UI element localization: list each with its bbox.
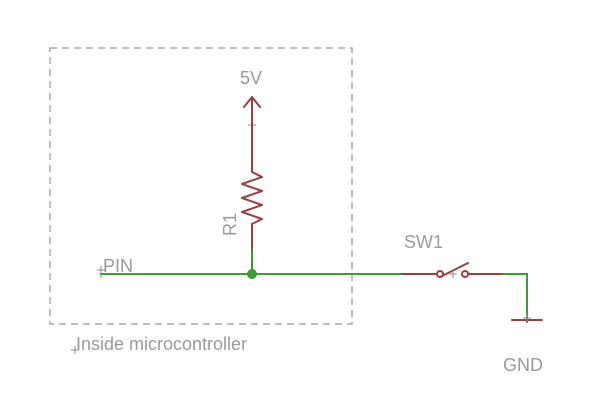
- ground-origin-cross: [523, 314, 531, 322]
- pin-label-group: PIN: [97, 256, 133, 278]
- pin-origin-cross: [97, 266, 105, 278]
- resistor-zigzag: [241, 171, 263, 225]
- microcontroller-boundary-box: [49, 47, 353, 325]
- junction-dot: [247, 269, 257, 279]
- switch-sw1: SW1: [401, 232, 503, 278]
- switch-actuator: [439, 262, 469, 278]
- switch-origin-cross: [449, 270, 457, 278]
- origin-cross: [71, 346, 79, 354]
- resistor-r1: R1: [220, 121, 263, 251]
- boundary-label: Inside microcontroller: [76, 334, 247, 354]
- ground-label: GND: [503, 355, 543, 375]
- supply-symbol-5v: 5V: [240, 68, 262, 129]
- supply-label: 5V: [240, 68, 262, 88]
- boundary-label-group: Inside microcontroller: [71, 334, 247, 354]
- supply-arrow: [243, 96, 261, 122]
- switch-designator: SW1: [404, 232, 443, 252]
- wire-switch-to-ground: [501, 273, 528, 319]
- pin-label: PIN: [103, 256, 133, 276]
- resistor-designator: R1: [220, 213, 240, 236]
- ground-symbol: GND: [503, 314, 543, 375]
